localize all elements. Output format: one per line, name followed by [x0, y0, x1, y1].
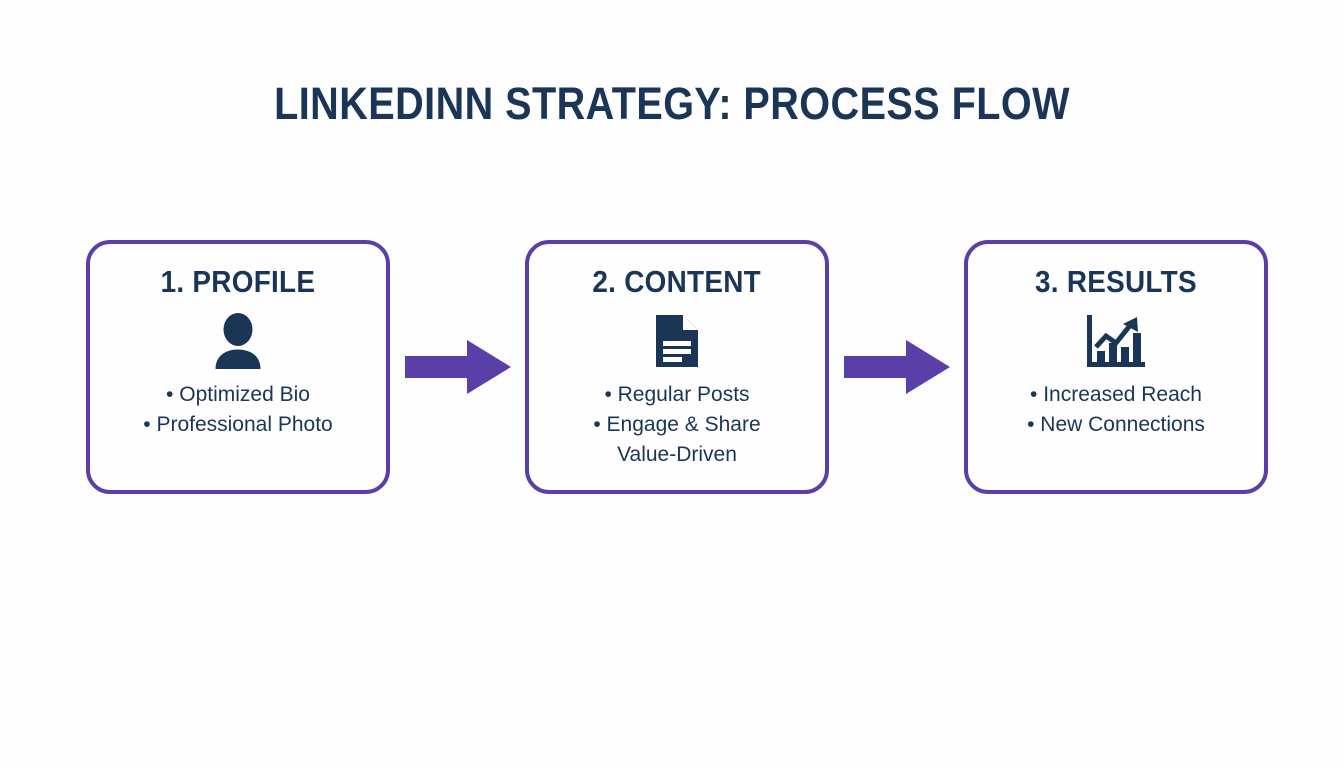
flow-step-bullets-1: • Optimized Bio • Professional Photo: [133, 380, 342, 440]
flow-step-bullets-3: • Increased Reach • New Connections: [1017, 380, 1215, 440]
bullet-glyph: •: [1030, 383, 1038, 406]
list-item: • New Connections: [1027, 410, 1205, 440]
bullet-glyph: •: [593, 412, 601, 436]
bullet-text: Engage & Share: [606, 412, 761, 436]
bullet-glyph: •: [166, 383, 174, 406]
flow-step-card-3[interactable]: 3. RESULTS • Increased Reach • New Conne…: [964, 240, 1268, 494]
bullet-glyph: •: [604, 383, 612, 406]
growth-chart-icon: [1085, 312, 1147, 370]
flow-step-bullets-2: • Regular Posts • Engage & Share Value-D…: [583, 380, 770, 469]
person-icon: [212, 312, 264, 370]
bullet-text: Optimized Bio: [179, 383, 310, 406]
bullet-text: New Connections: [1040, 412, 1205, 436]
bullet-text: Regular Posts: [617, 383, 750, 406]
document-icon: [652, 312, 702, 370]
list-item: • Engage & Share: [593, 410, 760, 440]
flow-step-heading-2: 2. CONTENT: [592, 264, 762, 299]
flow-step-card-1[interactable]: 1. PROFILE • Optimized Bio • Professiona…: [86, 240, 390, 494]
bullet-continuation: Value-Driven: [617, 442, 737, 466]
arrow-content-to-results: [843, 338, 950, 396]
list-item: • Regular Posts: [593, 380, 760, 410]
page-title: LINKEDINN STRATEGY: PROCESS FLOW: [274, 78, 1070, 129]
list-item: • Increased Reach: [1027, 380, 1205, 410]
bullet-glyph: •: [1027, 412, 1035, 436]
list-item: • Optimized Bio: [143, 380, 332, 410]
flow-step-heading-3: 3. RESULTS: [1035, 264, 1197, 299]
flow-step-heading-1: 1. PROFILE: [160, 264, 316, 299]
flow-step-card-2[interactable]: 2. CONTENT • Regular Posts • Engage & Sh…: [525, 240, 829, 494]
process-flow-row: 1. PROFILE • Optimized Bio • Professiona…: [86, 240, 1268, 494]
arrow-profile-to-content: [404, 338, 511, 396]
bullet-text: Increased Reach: [1043, 383, 1202, 406]
bullet-text: Professional Photo: [156, 412, 333, 436]
bullet-glyph: •: [143, 412, 151, 436]
list-item: • Professional Photo: [143, 410, 332, 440]
